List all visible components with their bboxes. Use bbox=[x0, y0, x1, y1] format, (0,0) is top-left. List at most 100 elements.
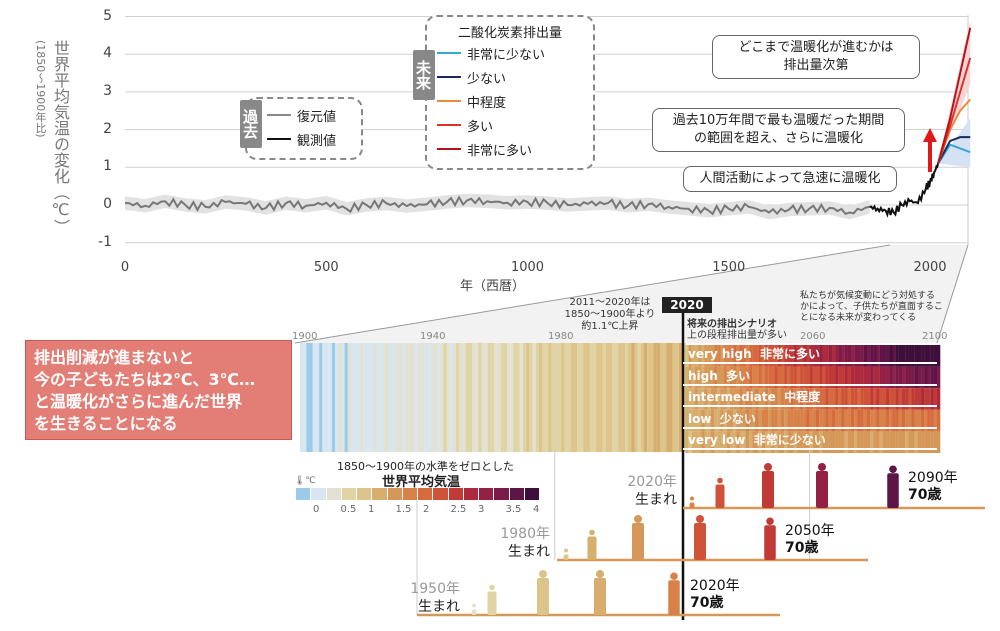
stripe bbox=[529, 343, 533, 452]
legend-line bbox=[437, 52, 461, 54]
stripe bbox=[424, 343, 428, 452]
year-label: 2060 bbox=[800, 331, 826, 342]
person-figure-icon bbox=[690, 496, 694, 501]
legend-line bbox=[437, 148, 461, 150]
scenario-high: high 多い bbox=[683, 367, 937, 386]
stripe bbox=[306, 343, 310, 452]
colorbar-swatch bbox=[326, 488, 342, 500]
stripe bbox=[414, 343, 418, 452]
legend-label: 復元値 bbox=[297, 109, 337, 125]
stripe bbox=[510, 343, 514, 452]
x-tick-label: 2000 bbox=[913, 260, 947, 275]
stripe bbox=[456, 343, 460, 452]
stripe bbox=[615, 343, 619, 452]
person-body bbox=[715, 484, 725, 508]
legend-label: 多い bbox=[467, 119, 494, 135]
stripe bbox=[411, 343, 415, 452]
stripe bbox=[612, 343, 616, 452]
stripe bbox=[481, 343, 485, 452]
stripe bbox=[551, 343, 555, 452]
x-tick-label: 500 bbox=[313, 260, 339, 275]
colorbar-swatch bbox=[509, 488, 525, 500]
legend-line bbox=[437, 76, 461, 78]
x-tick-label: 0 bbox=[120, 260, 130, 275]
stripe bbox=[580, 343, 584, 452]
stripe bbox=[408, 343, 412, 452]
stripe bbox=[564, 343, 568, 452]
stripe bbox=[347, 343, 352, 452]
scenario-stripe bbox=[937, 388, 941, 410]
birth-year-label: 1950年生まれ bbox=[410, 581, 460, 615]
legend-item: 少ない bbox=[437, 65, 593, 89]
stripe bbox=[519, 343, 524, 452]
colorbar-tick: 0 bbox=[313, 504, 320, 515]
series-line-4 bbox=[937, 98, 971, 164]
stripe bbox=[360, 343, 364, 452]
person-figure-icon bbox=[766, 517, 774, 526]
legend-item: 多い bbox=[437, 113, 593, 137]
stripe bbox=[459, 343, 463, 452]
colorbar-swatch bbox=[448, 488, 464, 500]
stripe bbox=[593, 343, 597, 452]
legend-line-reconstruction bbox=[267, 114, 291, 116]
legend-label: 少ない bbox=[467, 71, 507, 87]
stripe bbox=[335, 343, 339, 452]
stripe bbox=[608, 343, 613, 452]
stripe bbox=[491, 343, 495, 452]
stripe bbox=[503, 343, 508, 452]
person-figure-icon bbox=[489, 584, 495, 591]
colorbar-title-2: 世界平均気温 bbox=[382, 475, 461, 490]
person-figure-icon bbox=[889, 465, 897, 474]
stripe bbox=[392, 343, 396, 452]
colorbar-tick: 4 bbox=[533, 504, 540, 515]
stripe bbox=[605, 343, 610, 452]
stripe bbox=[395, 343, 399, 452]
stripe bbox=[452, 343, 457, 452]
colorbar-tick: 3 bbox=[478, 504, 485, 515]
year-label: 1940 bbox=[420, 331, 446, 342]
stripe bbox=[599, 343, 603, 452]
scenario-low: low 少ない bbox=[683, 410, 937, 429]
stripe bbox=[621, 343, 625, 452]
legend-label: 中程度 bbox=[467, 95, 507, 111]
y-tick-label: 0 bbox=[103, 196, 112, 212]
stripe bbox=[596, 343, 600, 452]
stripe bbox=[315, 343, 320, 452]
series-line-6 bbox=[937, 27, 972, 164]
scenario-intermediate: intermediate 中程度 bbox=[683, 388, 937, 408]
series-line-0 bbox=[124, 195, 870, 216]
series-line-5 bbox=[937, 57, 972, 164]
stripe bbox=[322, 343, 326, 452]
stripe bbox=[427, 343, 431, 452]
stripe bbox=[331, 343, 336, 452]
y-tick-label: -1 bbox=[98, 233, 112, 250]
scenario-very-high: very high 非常に多い bbox=[683, 345, 937, 364]
person-figure-icon bbox=[670, 572, 678, 581]
note-2011-2020: 2011～2020年は 1850～1900年より 約1.1℃上昇 bbox=[564, 297, 656, 332]
scenario-stripe bbox=[937, 366, 941, 389]
legend-item: 中程度 bbox=[437, 89, 593, 113]
callout-emissions: どこまで温暖化が進むかは 排出量次第 bbox=[712, 35, 920, 79]
stripe bbox=[382, 343, 387, 452]
series-line-3 bbox=[937, 136, 971, 165]
colorbar-swatch bbox=[372, 488, 388, 500]
stripe bbox=[500, 343, 504, 452]
stripe bbox=[634, 343, 638, 452]
colorbar-swatch bbox=[463, 488, 479, 500]
stripe bbox=[679, 343, 683, 452]
colorbar-swatch bbox=[296, 488, 312, 500]
year-2020-marker: 2020 bbox=[662, 297, 712, 313]
stripe bbox=[663, 343, 667, 452]
future-tag: 未来 bbox=[413, 50, 435, 100]
stripe bbox=[468, 343, 473, 452]
year-label: 1980 bbox=[548, 331, 574, 342]
colorbar-swatch bbox=[387, 488, 403, 500]
stripe bbox=[494, 343, 498, 452]
y-tick-label: 1 bbox=[103, 158, 112, 175]
stripe bbox=[309, 343, 313, 452]
stripe bbox=[376, 343, 380, 452]
person-figure-icon bbox=[764, 463, 772, 471]
person-body bbox=[689, 502, 695, 508]
stripe bbox=[666, 343, 670, 452]
